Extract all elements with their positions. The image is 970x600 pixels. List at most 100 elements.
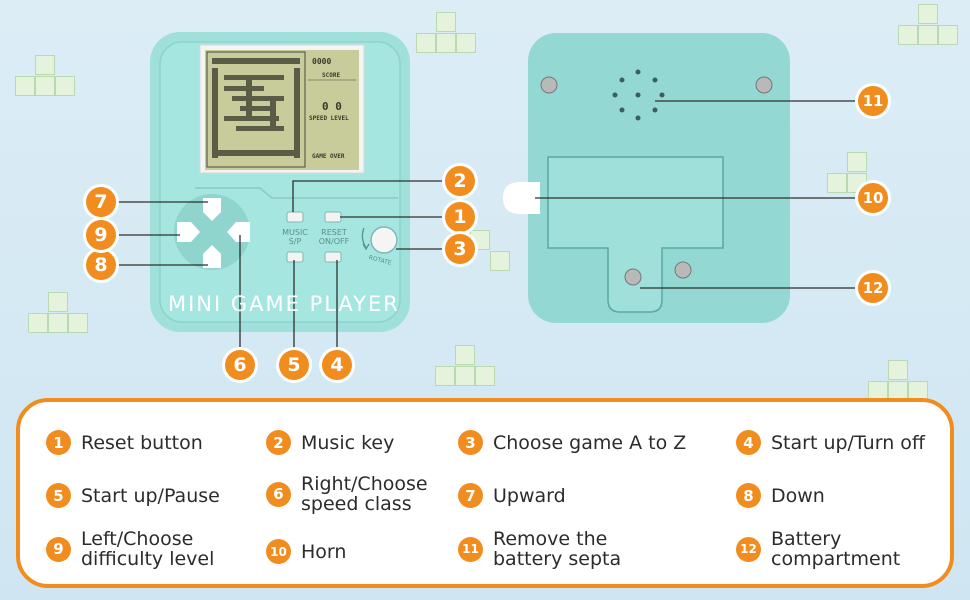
legend-number: 4 (736, 430, 761, 455)
legend-item-1: 1 Reset button (46, 430, 203, 455)
legend-item-7: 7 Upward (458, 483, 566, 508)
legend-text: Reset button (81, 431, 203, 454)
legend-number: 9 (46, 536, 71, 562)
screw-icon (755, 76, 773, 94)
bg-block (28, 313, 48, 333)
dpad-down-button[interactable] (203, 245, 221, 268)
legend-panel: 1 Reset button 2 Music key 3 Choose game… (16, 398, 954, 588)
legend-item-12: 12 Battery compartment (736, 529, 900, 569)
bg-block (490, 251, 510, 271)
rotate-button[interactable] (370, 226, 398, 254)
bg-block (456, 33, 476, 53)
leader-lines (112, 100, 858, 352)
screw-icon (624, 268, 642, 286)
callout-10: 10 (858, 183, 888, 213)
legend-text: Remove the battery septa (493, 528, 622, 570)
rotate-arrowhead-icon (362, 243, 370, 251)
legend-number: 6 (266, 481, 291, 507)
dpad-right-button[interactable] (227, 222, 250, 242)
legend-item-10: 10 Horn (266, 539, 346, 564)
bg-block (918, 25, 938, 45)
legend-number: 1 (46, 430, 71, 455)
legend-number: 2 (266, 430, 291, 455)
legend-text: Down (771, 484, 825, 507)
callout-12: 12 (858, 273, 888, 303)
start-pause-key[interactable] (286, 251, 304, 263)
callout-7: 7 (86, 187, 116, 217)
legend-text: Music key (301, 431, 395, 454)
legend-number: 11 (458, 536, 483, 562)
bg-block (938, 25, 958, 45)
bg-block (436, 33, 456, 53)
bg-block (48, 292, 68, 312)
bg-block (455, 366, 475, 386)
callout-6: 6 (225, 350, 255, 380)
bg-block (15, 76, 35, 96)
battery-cover (547, 156, 724, 313)
lcd-playfield (206, 51, 306, 168)
reset-key-label: RESET ON/OFF (318, 228, 350, 246)
legend-number: 12 (736, 536, 761, 562)
bg-block (416, 33, 436, 53)
bg-block (35, 55, 55, 75)
music-key[interactable] (286, 211, 304, 223)
callout-3: 3 (445, 234, 475, 264)
callout-2: 2 (445, 166, 475, 196)
bg-block (48, 313, 68, 333)
legend-text: Right/Choose speed class (301, 473, 428, 515)
music-key-label: MUSIC S/P (282, 228, 308, 246)
lcd-brick-pattern (212, 58, 300, 158)
legend-item-6: 6 Right/Choose speed class (266, 474, 428, 514)
screen-bezel-shadow (195, 187, 398, 199)
legend-text: Choose game A to Z (493, 431, 687, 454)
bg-block (918, 4, 938, 24)
lcd-score-label: SCORE (322, 72, 341, 79)
screw-icon (674, 261, 692, 279)
bg-block (888, 360, 908, 380)
legend-item-2: 2 Music key (266, 430, 394, 455)
bg-block (436, 12, 456, 32)
bg-block (455, 345, 475, 365)
onoff-key[interactable] (324, 251, 342, 263)
lcd-score-digits: 0000 (312, 57, 332, 66)
legend-item-9: 9 Left/Choose difficulty level (46, 529, 214, 569)
legend-text: Start up/Pause (81, 484, 220, 507)
legend-item-5: 5 Start up/Pause (46, 483, 220, 508)
bg-block (827, 173, 847, 193)
bg-block (435, 366, 455, 386)
bg-block (847, 152, 867, 172)
legend-item-11: 11 Remove the battery septa (458, 529, 621, 569)
dpad-up-button[interactable] (203, 198, 221, 221)
device-brand: MINI GAME PLAYER (168, 292, 400, 316)
callout-5: 5 (279, 350, 309, 380)
legend-number: 3 (458, 430, 483, 455)
legend-text: Left/Choose difficulty level (81, 528, 215, 570)
lcd-game-over-label: GAME OVER (312, 153, 345, 160)
legend-text: Start up/Turn off (771, 431, 925, 454)
legend-text: Upward (493, 484, 566, 507)
bg-block (475, 366, 495, 386)
reset-key[interactable] (324, 211, 342, 223)
screw-icon (540, 76, 558, 94)
lcd-level-digits: 0 0 (322, 100, 342, 113)
bg-block (898, 25, 918, 45)
speaker-holes (612, 69, 665, 121)
legend-text: Horn (301, 540, 347, 563)
bg-block (68, 313, 88, 333)
legend-text: Battery compartment (771, 528, 901, 570)
legend-item-3: 3 Choose game A to Z (458, 430, 686, 455)
legend-number: 5 (46, 483, 71, 508)
legend-number: 8 (736, 483, 761, 508)
dpad-ring (174, 194, 250, 270)
callout-1: 1 (445, 202, 475, 232)
legend-number: 10 (266, 539, 291, 564)
battery-tab[interactable] (503, 182, 540, 214)
legend-number: 7 (458, 483, 483, 508)
callout-9: 9 (86, 220, 116, 250)
dpad-left-button[interactable] (177, 222, 200, 242)
callout-11: 11 (858, 86, 888, 116)
callout-8: 8 (86, 250, 116, 280)
legend-item-8: 8 Down (736, 483, 825, 508)
